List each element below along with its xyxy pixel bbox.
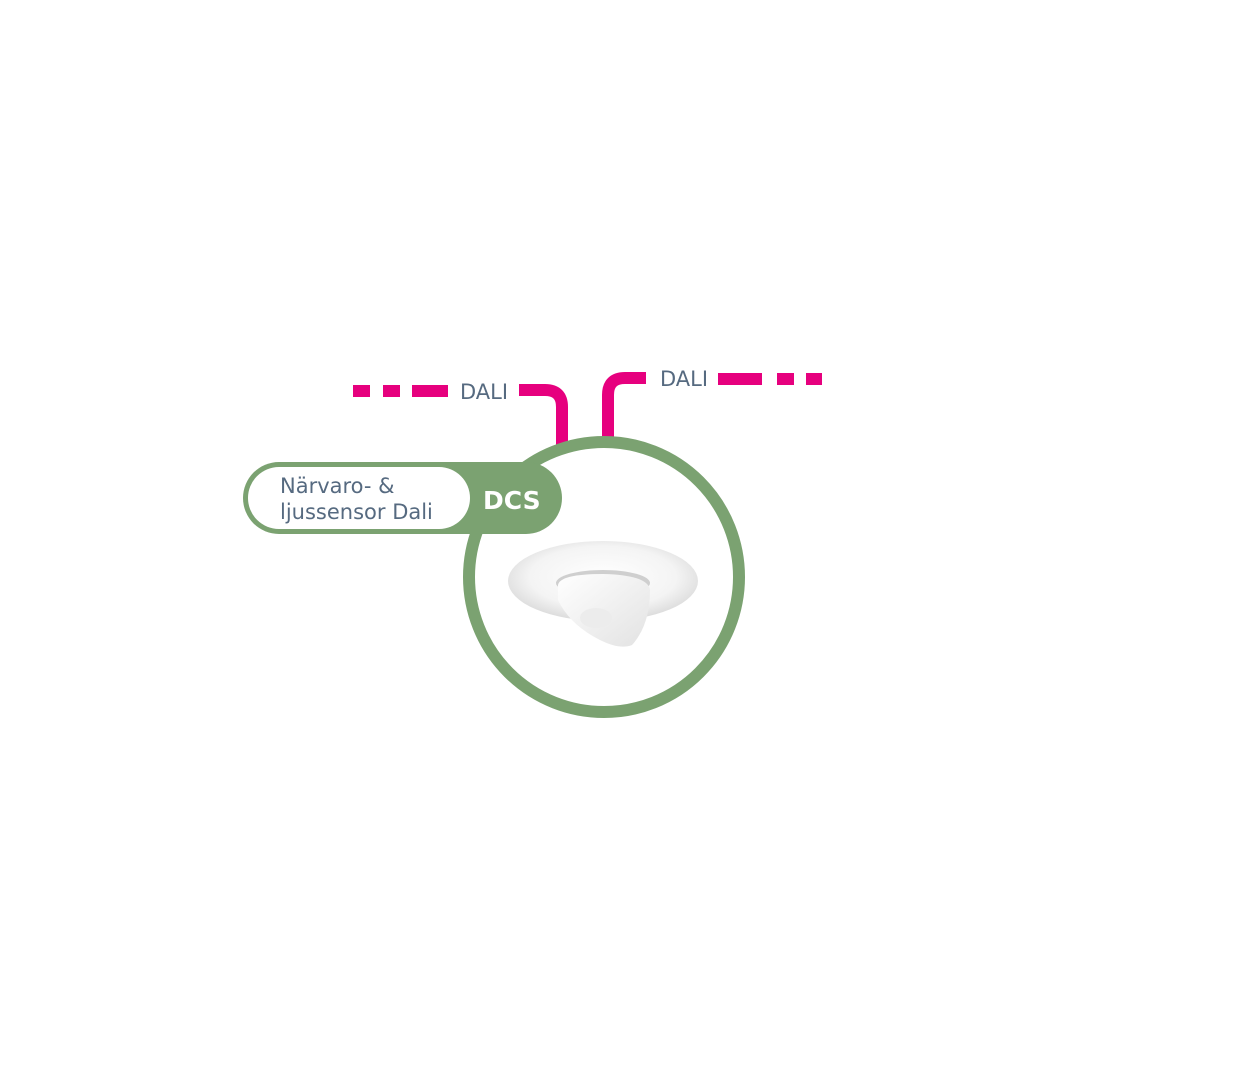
- dash: [412, 385, 448, 397]
- dali-bus-right: [718, 373, 822, 385]
- dali-bus-left: [353, 385, 448, 397]
- dali-label-left: DALI: [460, 380, 508, 404]
- ceiling-presence-sensor-icon: [508, 541, 698, 647]
- dash: [777, 373, 794, 385]
- device-name-line2: ljussensor Dali: [280, 500, 433, 524]
- dali-label-right: DALI: [660, 367, 708, 391]
- device-name-box: [248, 467, 470, 529]
- dash: [383, 385, 400, 397]
- dash: [806, 373, 822, 385]
- dali-wire-left: [519, 384, 568, 446]
- dash: [718, 373, 762, 385]
- device-code: DCS: [483, 486, 541, 515]
- device-name-line1: Närvaro- &: [280, 474, 395, 498]
- dali-wire-right: [602, 372, 646, 438]
- dash: [353, 385, 370, 397]
